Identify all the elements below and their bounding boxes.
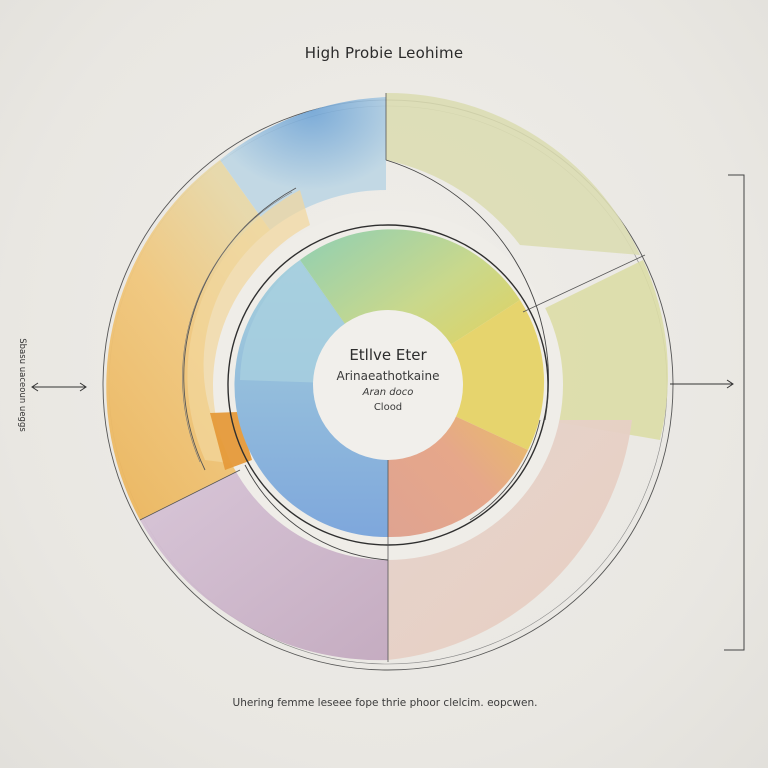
outer-segment-blue — [220, 97, 386, 230]
left-arrowhead-icon — [31, 382, 39, 392]
right-arrowhead-icon — [79, 382, 87, 392]
outer-segment-orange — [106, 160, 270, 520]
center-heading: Etllve Eter — [349, 346, 427, 364]
arc-line-right — [385, 159, 549, 421]
right-bracket — [724, 174, 745, 651]
arc-line-left-2 — [182, 191, 293, 463]
divider-right — [522, 254, 646, 313]
diagram-title: High Probie Leohime — [304, 44, 464, 62]
center-subheading: Arinaeathotkaine — [336, 369, 440, 383]
inner-segment-yellow — [388, 300, 545, 450]
arc-line-right-lower — [469, 419, 541, 521]
arrowhead-icon — [726, 379, 734, 389]
outer-segment-lilac — [140, 470, 388, 661]
inner-segment-teal — [300, 229, 520, 385]
arc-line-bottom — [244, 464, 389, 561]
outer-segment-peach — [388, 420, 632, 660]
center-line-3: Aran doco — [362, 387, 414, 398]
left-annotation: Sbasu uaceoun ueggs — [17, 338, 27, 432]
divider-left — [139, 469, 241, 521]
arc-line-left — [183, 187, 297, 471]
outer-segment-yellow-green — [386, 92, 640, 255]
caption: Uhering femme leseee fope thrie phoor cl… — [232, 697, 538, 709]
center-disk — [313, 310, 463, 460]
center-line-4: Clood — [373, 402, 403, 413]
